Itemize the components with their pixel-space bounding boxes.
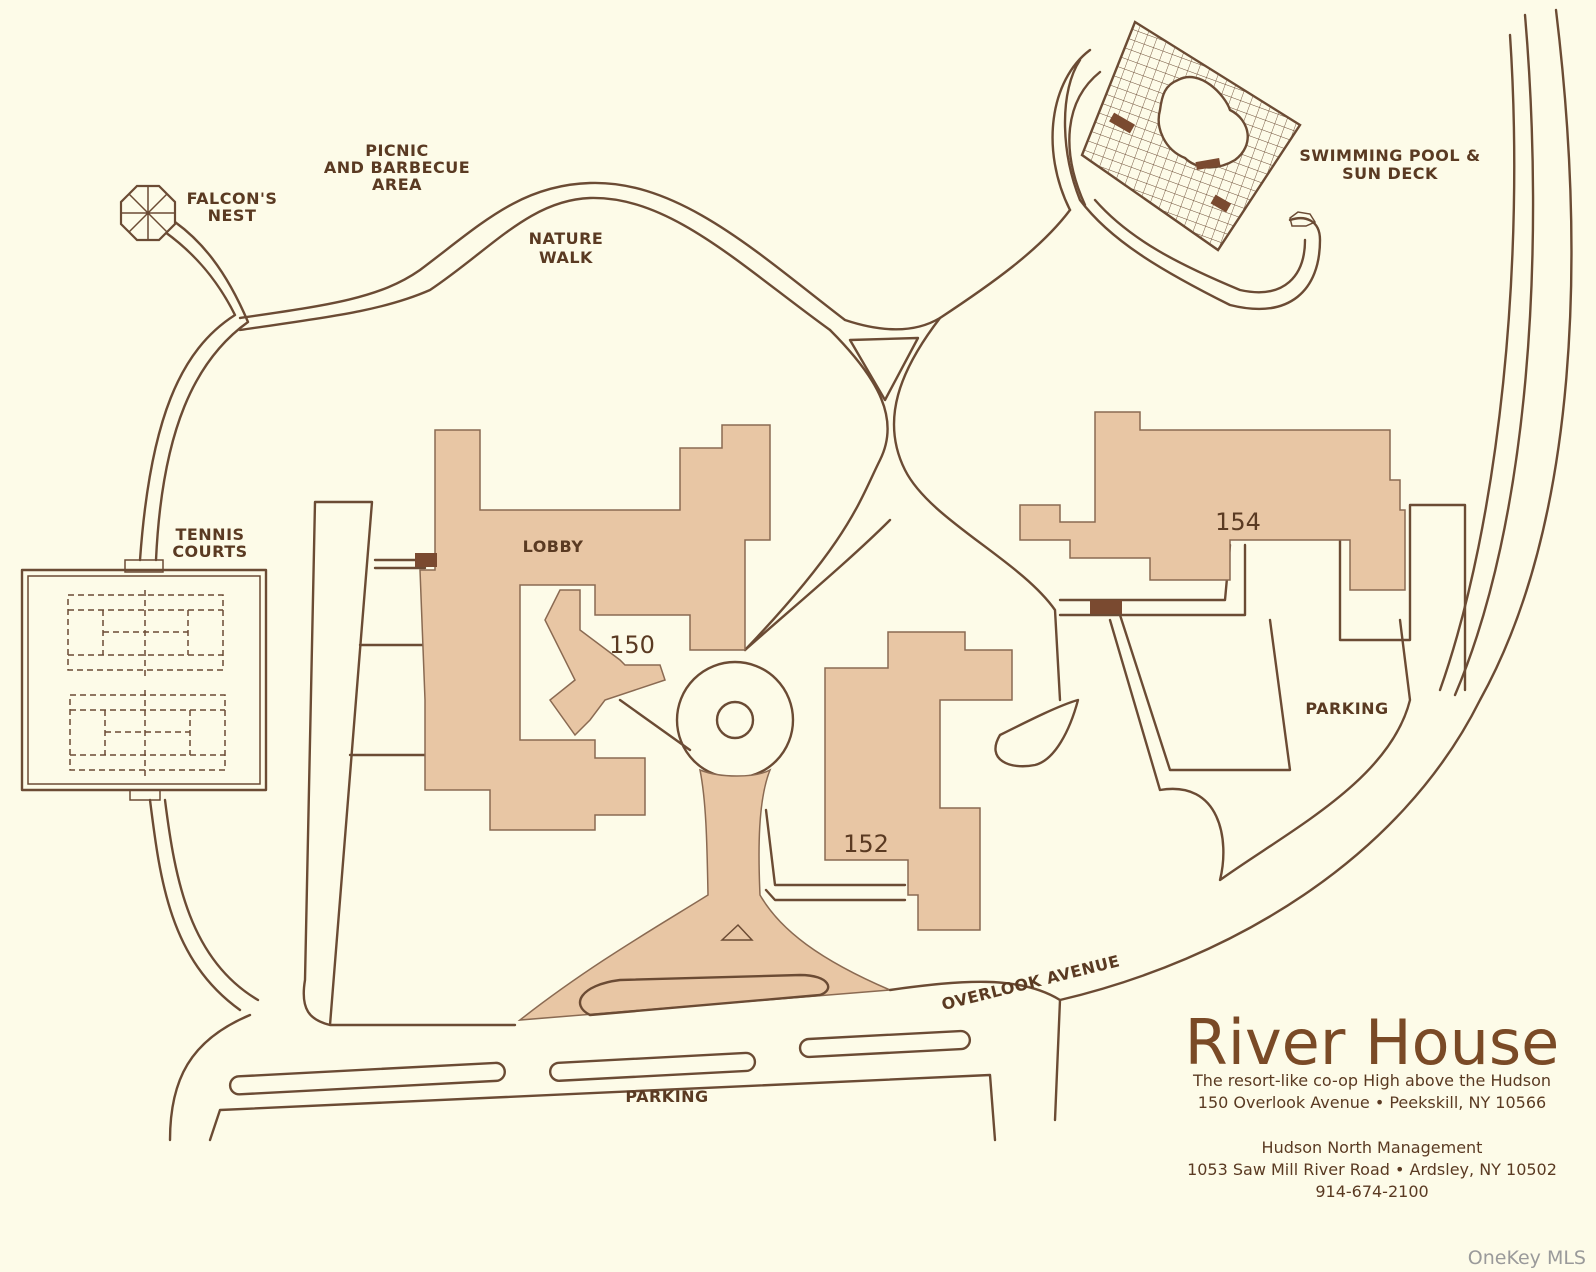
label-tennis-line1: TENNIS — [175, 525, 244, 544]
path-150-to-circle — [618, 698, 692, 752]
label-falcons-nest-line2: NEST — [208, 206, 257, 225]
building-154 — [1019, 411, 1406, 591]
east-road-strip — [1453, 13, 1535, 697]
pool-sun-deck — [1080, 20, 1302, 252]
nature-walk-path-inner — [238, 196, 832, 332]
path-pool-loop — [1051, 48, 1322, 311]
overlook-avenue-lower — [208, 1073, 997, 1142]
path-central-left — [743, 328, 889, 652]
east-island — [994, 698, 1080, 768]
nature-walk-path — [238, 181, 1072, 331]
label-parking-east: PARKING — [1305, 699, 1388, 718]
entry-drive — [517, 768, 891, 1021]
building-150-number: 150 — [609, 631, 655, 659]
tennis-gate-north — [124, 559, 164, 573]
west-drive-links — [348, 558, 427, 757]
building-152 — [824, 631, 1013, 931]
falcons-nest-gazebo — [119, 184, 177, 242]
west-drive — [302, 500, 517, 1027]
label-tennis-line2: COURTS — [172, 542, 247, 561]
path-falcon-nest-inner — [154, 220, 250, 562]
management-address: 1053 Saw Mill River Road • Ardsley, NY 1… — [1187, 1160, 1557, 1179]
overlook-avenue-south-edge — [888, 980, 1062, 1002]
tennis-court-frame-outer — [20, 568, 268, 792]
path-tennis-south-inner — [163, 798, 260, 1002]
management-phone: 914-674-2100 — [1315, 1182, 1428, 1201]
tennis-court-1 — [67, 594, 224, 671]
entry-circle-center — [715, 700, 755, 740]
building-150 — [419, 424, 771, 831]
label-pool-line1: SWIMMING POOL & — [1299, 146, 1480, 165]
building-154-number: 154 — [1215, 508, 1261, 536]
parking-east-inner — [1118, 613, 1292, 772]
east-road-inner — [1438, 33, 1516, 692]
east-road-outer — [1053, 8, 1573, 1122]
deck-chair-3 — [1210, 194, 1232, 213]
tennis-gate-south — [129, 789, 161, 801]
pool-gazebo — [1289, 211, 1317, 227]
building-152-number: 152 — [843, 830, 889, 858]
deck-chair-2 — [1195, 157, 1221, 171]
label-picnic-line3: AREA — [372, 175, 422, 194]
paths-layer — [138, 8, 1573, 1142]
parking-strip-2 — [548, 1051, 757, 1082]
central-triangle — [848, 336, 920, 402]
label-falcons-nest-line1: FALCON'S — [187, 189, 278, 208]
map-tagline: The resort-like co-op High above the Hud… — [1192, 1071, 1551, 1090]
label-picnic-line1: PICNIC — [365, 141, 429, 160]
label-pool-line2: SUN DECK — [1342, 164, 1438, 183]
label-nature-walk-line2: WALK — [539, 248, 593, 267]
building-154-connector — [1090, 600, 1122, 614]
building-150-connector — [415, 553, 437, 567]
parking-strip-3 — [798, 1029, 972, 1059]
overlook-avenue-north-edge — [168, 1013, 252, 1142]
drive-154-east — [1338, 503, 1467, 692]
watermark: OneKey MLS — [1468, 1247, 1586, 1269]
tennis-court-2-lines — [70, 690, 225, 776]
label-lobby: LOBBY — [523, 537, 584, 556]
label-nature-walk-line1: NATURE — [529, 229, 604, 248]
parking-east-lot — [1108, 618, 1412, 882]
label-parking-south: PARKING — [625, 1087, 708, 1106]
path-tennis-south — [148, 798, 242, 1012]
tennis-court-frame-inner — [27, 575, 261, 785]
building-150-wing — [544, 589, 666, 737]
parking-strip-1 — [228, 1061, 506, 1096]
title-block: River House The resort-like co-op High a… — [1185, 1006, 1560, 1201]
tennis-courts — [20, 559, 268, 801]
path-central-right — [892, 316, 1062, 702]
property-address: 150 Overlook Avenue • Peekskill, NY 1056… — [1198, 1093, 1546, 1112]
path-falcon-nest — [138, 230, 237, 562]
path-central-mid — [743, 518, 892, 652]
tennis-court-1-lines — [68, 590, 223, 676]
drive-to-152 — [764, 808, 907, 902]
gazebo-spokes — [121, 186, 175, 240]
entry-island — [578, 973, 830, 1017]
management-name: Hudson North Management — [1262, 1138, 1483, 1157]
deck-chair-1 — [1109, 112, 1135, 134]
tennis-court-2 — [69, 694, 226, 771]
buildings-layer — [415, 411, 1406, 931]
entry-triangle — [720, 923, 754, 941]
map-title: River House — [1185, 1006, 1560, 1079]
path-pool-loop-inner — [1068, 70, 1307, 294]
label-picnic-line2: AND BARBECUE — [324, 158, 470, 177]
